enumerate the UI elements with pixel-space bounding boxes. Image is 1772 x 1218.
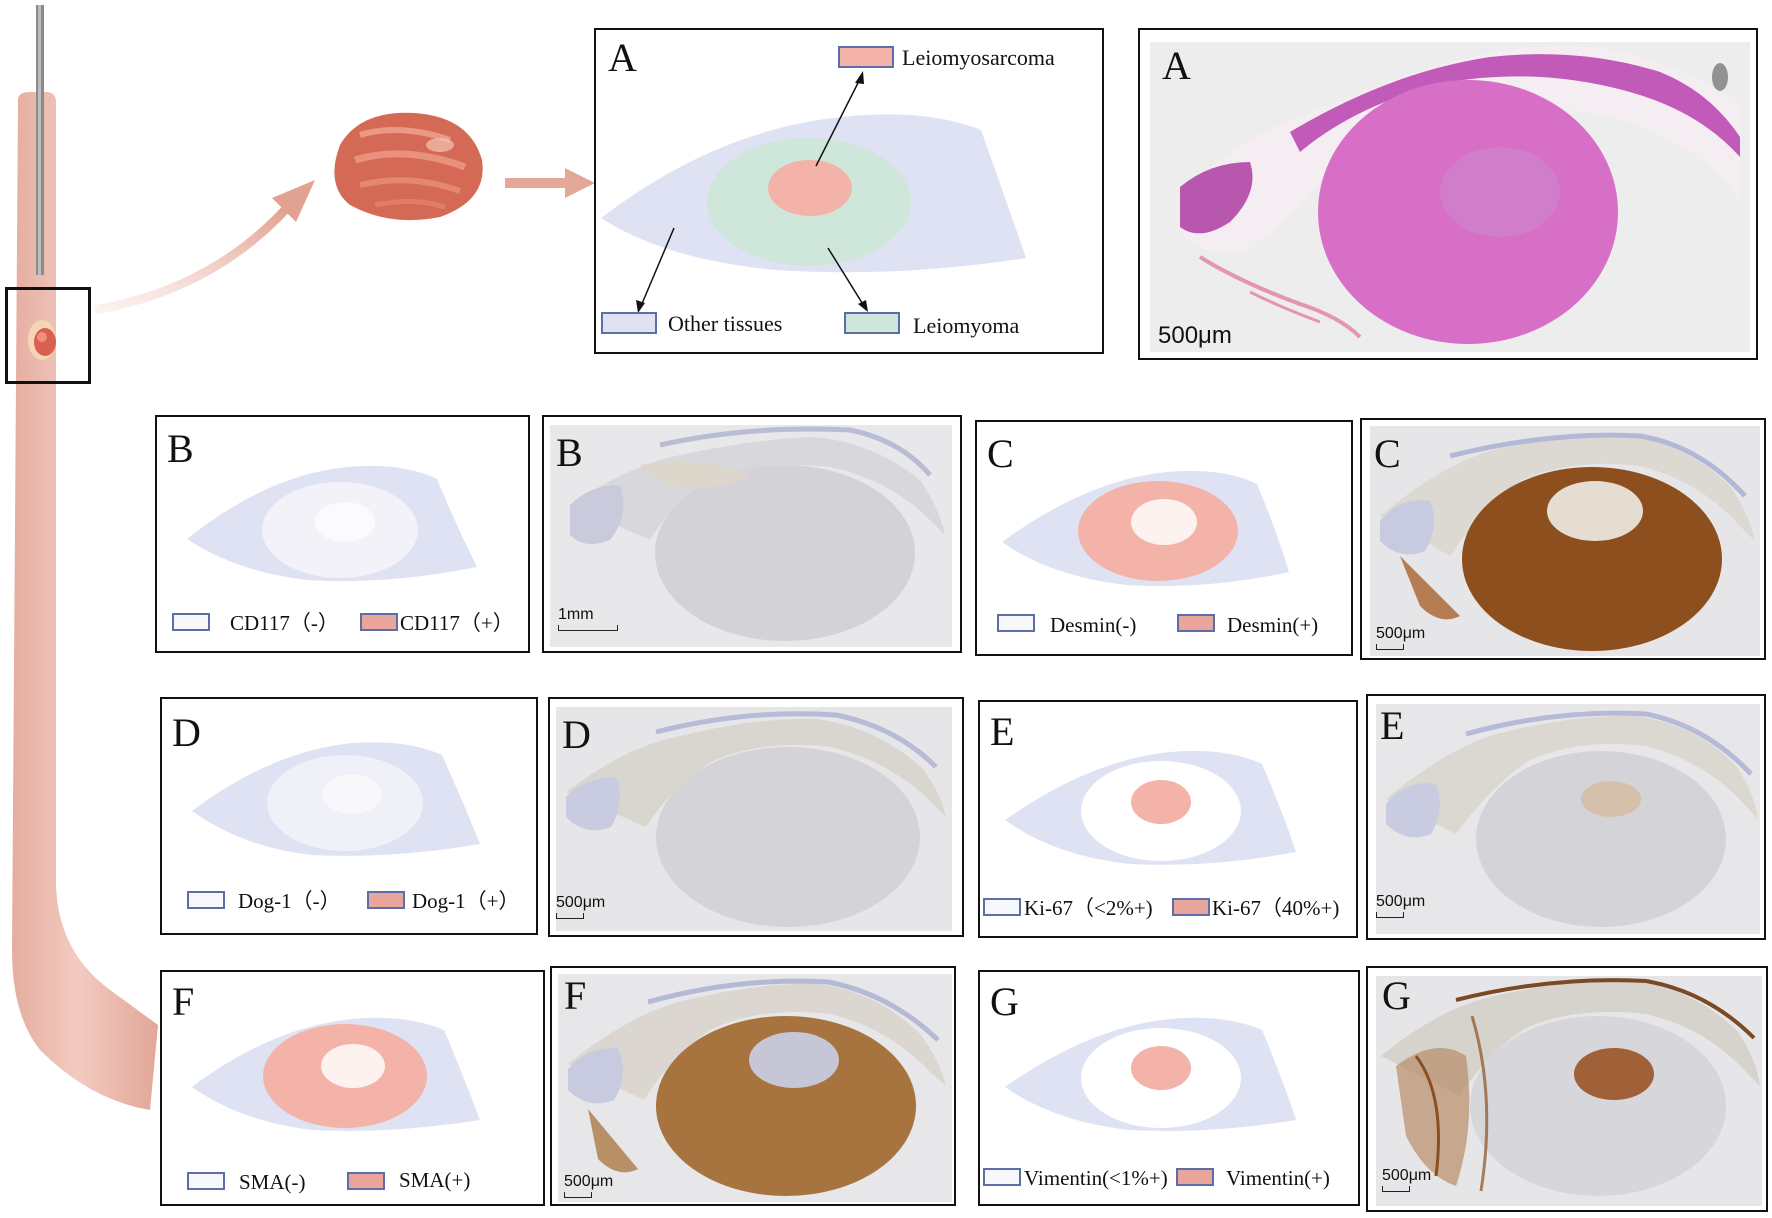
scale-bar-label: 500μm bbox=[1376, 893, 1426, 910]
legend-label-negative: SMA(-) bbox=[239, 1170, 306, 1194]
scale-bar: 1mm bbox=[558, 606, 618, 631]
legend-swatch-negative bbox=[187, 1172, 225, 1190]
panel-photo-letter: A bbox=[1162, 43, 1191, 88]
legend-label-positive: CD117（+） bbox=[400, 611, 514, 635]
panel-letter: D bbox=[172, 710, 201, 755]
tissue-diagram bbox=[192, 742, 480, 856]
scale-bar: 500μm bbox=[1382, 1167, 1442, 1192]
legend-swatch-positive bbox=[367, 891, 405, 909]
scale-bar-label: 500μm bbox=[1158, 322, 1232, 349]
legend-label-positive: Desmin(+) bbox=[1227, 613, 1319, 637]
vimentin-stain-micrograph bbox=[1376, 976, 1762, 1206]
scale-bar: 500μm bbox=[564, 1173, 624, 1198]
panel-letter: F bbox=[172, 979, 195, 1024]
panel-letter: G bbox=[990, 979, 1019, 1024]
panel-d-schematic: D Dog-1（-） Dog-1（+） bbox=[160, 697, 538, 935]
legend-label-sarcoma: Leiomyosarcoma bbox=[902, 45, 1055, 70]
panel-a-photo: A 500μm bbox=[1138, 28, 1758, 360]
scale-bar-label: 500μm bbox=[556, 894, 606, 911]
panel-letter: E bbox=[990, 709, 1015, 754]
he-stain-micrograph bbox=[1150, 42, 1750, 352]
tissue-diagram bbox=[1002, 470, 1289, 587]
panel-photo-letter: D bbox=[562, 712, 591, 757]
legend-swatch-positive bbox=[1172, 898, 1210, 916]
legend-swatch-positive bbox=[347, 1172, 385, 1190]
legend-label-negative: Ki-67（<2%+) bbox=[1024, 896, 1153, 920]
legend-label-negative: Vimentin(<1%+) bbox=[1024, 1166, 1168, 1190]
scale-bar-label: 500μm bbox=[1376, 625, 1426, 642]
legend-swatch-leiomyoma bbox=[844, 312, 900, 334]
legend-swatch-other bbox=[601, 312, 657, 334]
legend-label-positive: Vimentin(+) bbox=[1226, 1166, 1330, 1190]
tissue-diagram bbox=[601, 71, 1026, 313]
magnifier-box bbox=[5, 287, 91, 384]
legend-swatch-positive bbox=[1176, 1168, 1214, 1186]
panel-letter: A bbox=[608, 35, 637, 80]
scale-bar-label: 1mm bbox=[558, 606, 594, 623]
legend-label-positive: SMA(+) bbox=[399, 1168, 471, 1192]
panel-photo-letter: F bbox=[564, 973, 587, 1018]
cd117-stain-micrograph bbox=[550, 425, 952, 647]
scale-bar-label: 500μm bbox=[564, 1173, 614, 1190]
panel-photo-letter: B bbox=[556, 430, 583, 475]
panel-c-schematic: C Desmin(-) Desmin(+) bbox=[975, 420, 1353, 656]
sma-stain-micrograph bbox=[558, 974, 952, 1202]
tissue-diagram bbox=[1005, 750, 1296, 865]
panel-photo-letter: G bbox=[1382, 973, 1411, 1018]
scale-bar-label: 500μm bbox=[1382, 1167, 1432, 1184]
tissue-diagram bbox=[192, 1017, 480, 1131]
legend-label-positive: Ki-67（40%+) bbox=[1212, 896, 1340, 920]
scale-bar: 500μm bbox=[1376, 625, 1436, 650]
tissue-diagram bbox=[1005, 1017, 1296, 1131]
panel-c-photo: C 500μm bbox=[1360, 418, 1766, 660]
panel-photo-letter: C bbox=[1374, 431, 1401, 476]
right-arrow-icon bbox=[505, 168, 595, 198]
panel-letter: C bbox=[987, 431, 1014, 476]
panel-e-schematic: E Ki-67（<2%+) Ki-67（40%+) bbox=[978, 700, 1358, 938]
legend-label-leiomyoma: Leiomyoma bbox=[913, 313, 1020, 338]
panel-letter: B bbox=[167, 426, 194, 471]
panel-f-photo: F 500μm bbox=[550, 966, 956, 1206]
legend-label-negative: Desmin(-) bbox=[1050, 613, 1137, 637]
panel-photo-letter: E bbox=[1380, 703, 1405, 748]
legend-label-other: Other tissues bbox=[668, 311, 783, 336]
dog1-stain-micrograph bbox=[556, 707, 952, 931]
ki67-stain-micrograph bbox=[1376, 704, 1760, 934]
panel-e-photo: E 500μm bbox=[1366, 694, 1766, 940]
tissue-diagram bbox=[187, 465, 477, 582]
panel-a-schematic: A Leiomyosarcoma Other tissues Leiomyoma bbox=[594, 28, 1104, 354]
desmin-stain-micrograph bbox=[1370, 426, 1760, 656]
legend-swatch-negative bbox=[187, 891, 225, 909]
legend-label-negative: CD117（-） bbox=[230, 611, 339, 635]
panel-g-photo: G 500μm bbox=[1366, 966, 1768, 1212]
panel-b-photo: B 1mm bbox=[542, 415, 962, 653]
legend-swatch-negative bbox=[997, 614, 1035, 632]
legend-swatch-positive bbox=[1177, 614, 1215, 632]
scale-bar: 500μm bbox=[556, 894, 616, 919]
scale-bar: 500μm bbox=[1376, 893, 1436, 918]
panel-b-schematic: B CD117（-） CD117（+） bbox=[155, 415, 530, 653]
legend-swatch-sarcoma bbox=[838, 46, 894, 68]
leiomyosarcoma-specimen-icon bbox=[334, 112, 483, 221]
legend-swatch-negative bbox=[172, 613, 210, 631]
panel-d-photo: D 500μm bbox=[548, 697, 964, 937]
legend-label-negative: Dog-1（-） bbox=[238, 889, 341, 913]
curved-arrow-icon bbox=[94, 180, 315, 315]
legend-label-positive: Dog-1（+） bbox=[412, 889, 520, 913]
panel-f-schematic: F SMA(-) SMA(+) bbox=[160, 970, 545, 1206]
legend-swatch-positive bbox=[360, 613, 398, 631]
catheter-tube-icon bbox=[12, 5, 158, 1110]
legend-swatch-negative bbox=[983, 1168, 1021, 1186]
legend-swatch-negative bbox=[983, 898, 1021, 916]
panel-g-schematic: G Vimentin(<1%+) Vimentin(+) bbox=[978, 970, 1360, 1206]
